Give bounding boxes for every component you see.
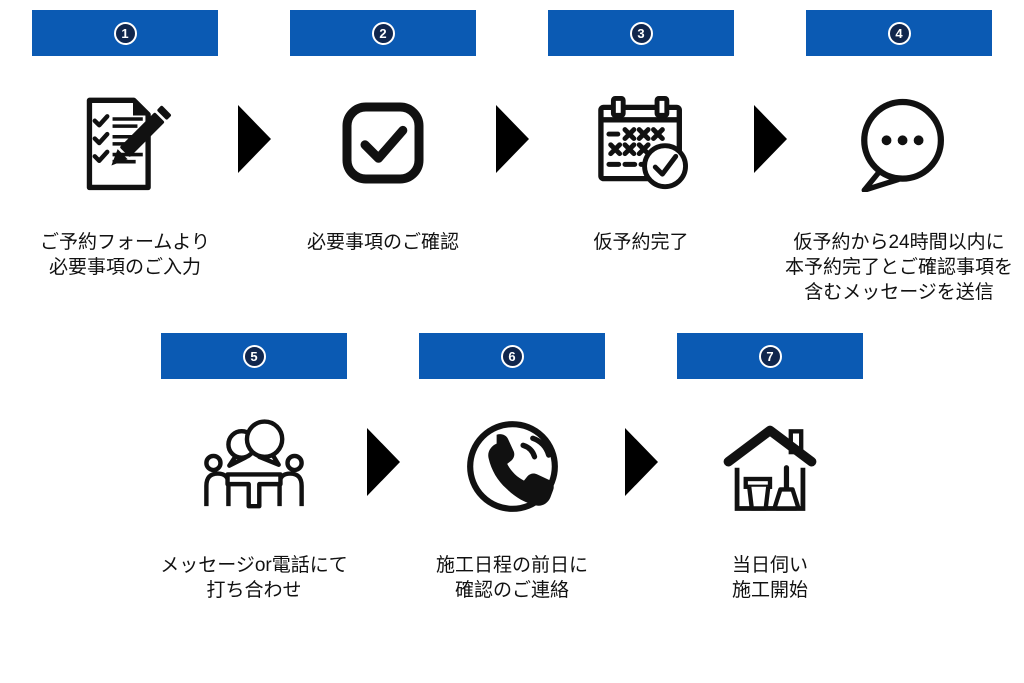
step-column-1: 1 [32,10,218,280]
step-caption: 施工日程の前日に 確認のご連絡 [436,553,588,603]
caption-line: 当日伺い [731,555,808,576]
step-number-badge: 7 [758,344,782,368]
arrow-right-icon [366,428,400,496]
arrow-right-icon [624,428,658,496]
calendar-check-icon [598,96,688,190]
step-caption: 当日伺い 施工開始 [732,553,808,603]
chat-bubble-icon [861,98,944,192]
step-icon-area [718,379,822,553]
step-number-badge: 4 [887,21,911,45]
flow-row-1: 1 [0,0,1024,305]
caption-line: 確認のご連絡 [454,580,569,601]
meeting-discussion-icon [204,418,304,508]
step-icon-area [592,56,690,230]
step-number-badge: 6 [500,344,524,368]
flow-arrow-cell [476,10,548,173]
caption-line: 仮予約完了 [593,232,689,253]
step-header-bar: 5 [161,333,347,379]
flow-arrow-cell [734,10,806,173]
step-number-badge: 2 [371,21,395,45]
step-column-6: 6 施工日程の前日に 確認のご連絡 [419,333,605,603]
caption-line: メッセージor電話にて [160,555,348,576]
step-column-5: 5 メッセージor電話にて 打ち合わせ [160,333,348,603]
step-column-3: 3 [548,10,734,255]
step-number-badge: 3 [629,21,653,45]
caption-line: 仮予約から24時間以内に [793,232,1005,253]
phone-call-icon [466,420,558,512]
caption-line: 施工開始 [731,580,808,601]
step-icon-area [464,379,561,553]
step-header-bar: 3 [548,10,734,56]
caption-line: 含むメッセージを送信 [804,282,994,303]
flow-arrow-cell [347,333,419,496]
caption-line: 施工日程の前日に [435,555,588,576]
step-caption: 仮予約完了 [593,230,688,255]
caption-line: 必要事項のご入力 [48,257,201,278]
flow-arrow-cell [218,10,290,173]
caption-line: 必要事項のご確認 [306,232,459,253]
arrow-right-icon [495,105,529,173]
step-number-badge: 5 [242,344,266,368]
form-pen-icon [86,97,171,191]
step-caption: 仮予約から24時間以内に 本予約完了とご確認事項を 含むメッセージを送信 [785,230,1013,305]
step-icon-area [201,379,307,553]
step-header-bar: 6 [419,333,605,379]
step-caption: ご予約フォームより 必要事項のご入力 [40,230,210,280]
arrow-right-icon [753,105,787,173]
step-column-4: 4 仮予約から24時間以内に 本予約完了とご確認事項を 含むメッセージを送信 [785,10,1013,305]
step-column-2: 2 必要事項のご確認 [290,10,476,255]
house-cleaning-icon [723,425,817,511]
flow-arrow-cell [605,333,677,496]
step-column-7: 7 当日伺い 施工開始 [677,333,863,603]
step-icon-area [338,56,428,230]
step-icon-area [77,56,173,230]
step-header-bar: 2 [290,10,476,56]
step-header-bar: 7 [677,333,863,379]
arrow-right-icon [237,105,271,173]
step-caption: 必要事項のご確認 [307,230,459,255]
step-caption: メッセージor電話にて 打ち合わせ [160,553,348,603]
checkbox-check-icon [342,102,424,184]
step-icon-area [850,56,948,230]
step-header-bar: 4 [806,10,992,56]
caption-line: 本予約完了とご確認事項を [785,257,1014,278]
caption-line: 打ち合わせ [206,580,302,601]
step-number-badge: 1 [113,21,137,45]
caption-line: ご予約フォームより [39,232,211,253]
flow-row-2: 5 メッセージor電話にて 打ち合わせ [0,305,1024,603]
step-header-bar: 1 [32,10,218,56]
